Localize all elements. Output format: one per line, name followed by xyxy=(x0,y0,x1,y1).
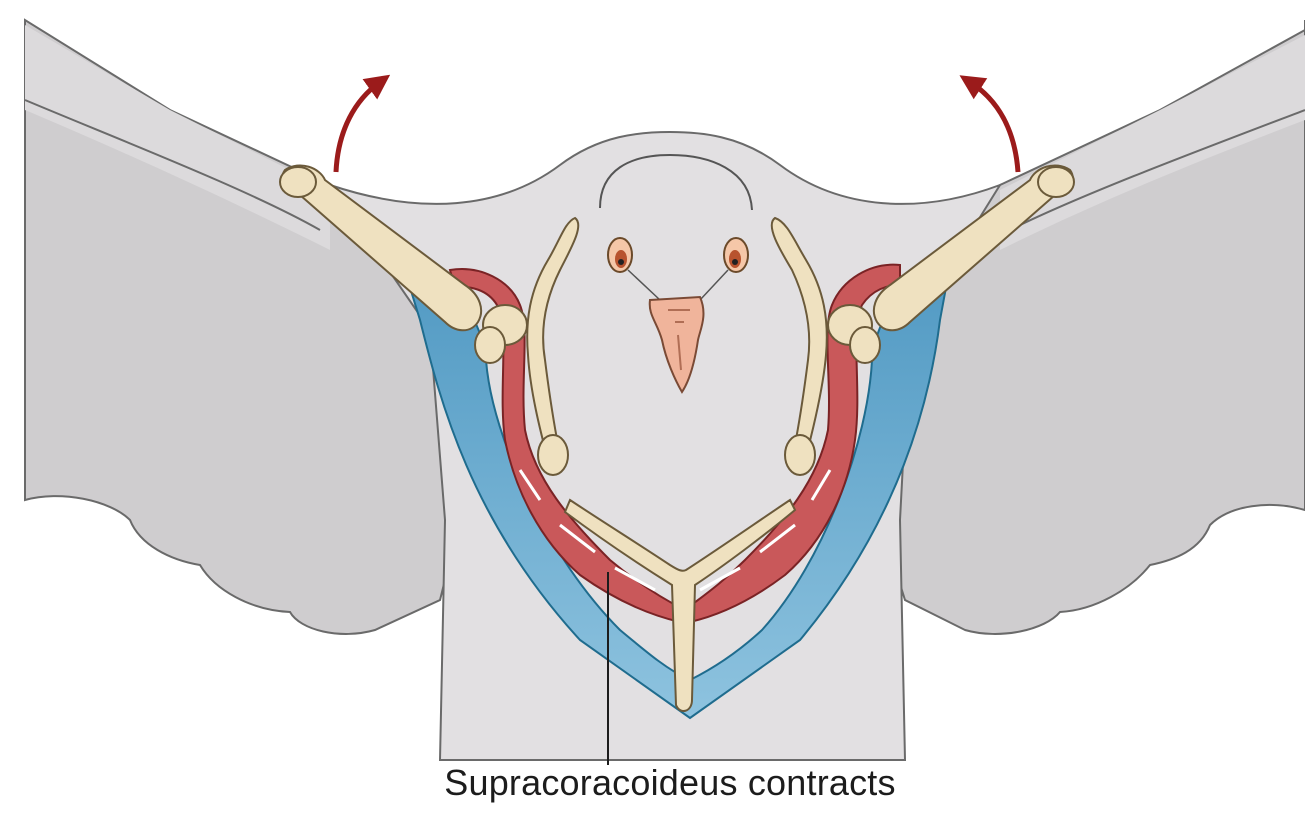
curved-up-arrow-icon xyxy=(970,82,1018,172)
humerus-left-head xyxy=(280,167,316,197)
right-eye xyxy=(724,238,748,272)
coracoid-knob-right xyxy=(785,435,815,475)
coracoid-knob-left xyxy=(538,435,568,475)
left-eye xyxy=(608,238,632,272)
curved-up-arrow-icon xyxy=(336,82,380,172)
figure-caption: Supracoracoideus contracts xyxy=(300,762,1040,804)
humerus-right-head xyxy=(1038,167,1074,197)
